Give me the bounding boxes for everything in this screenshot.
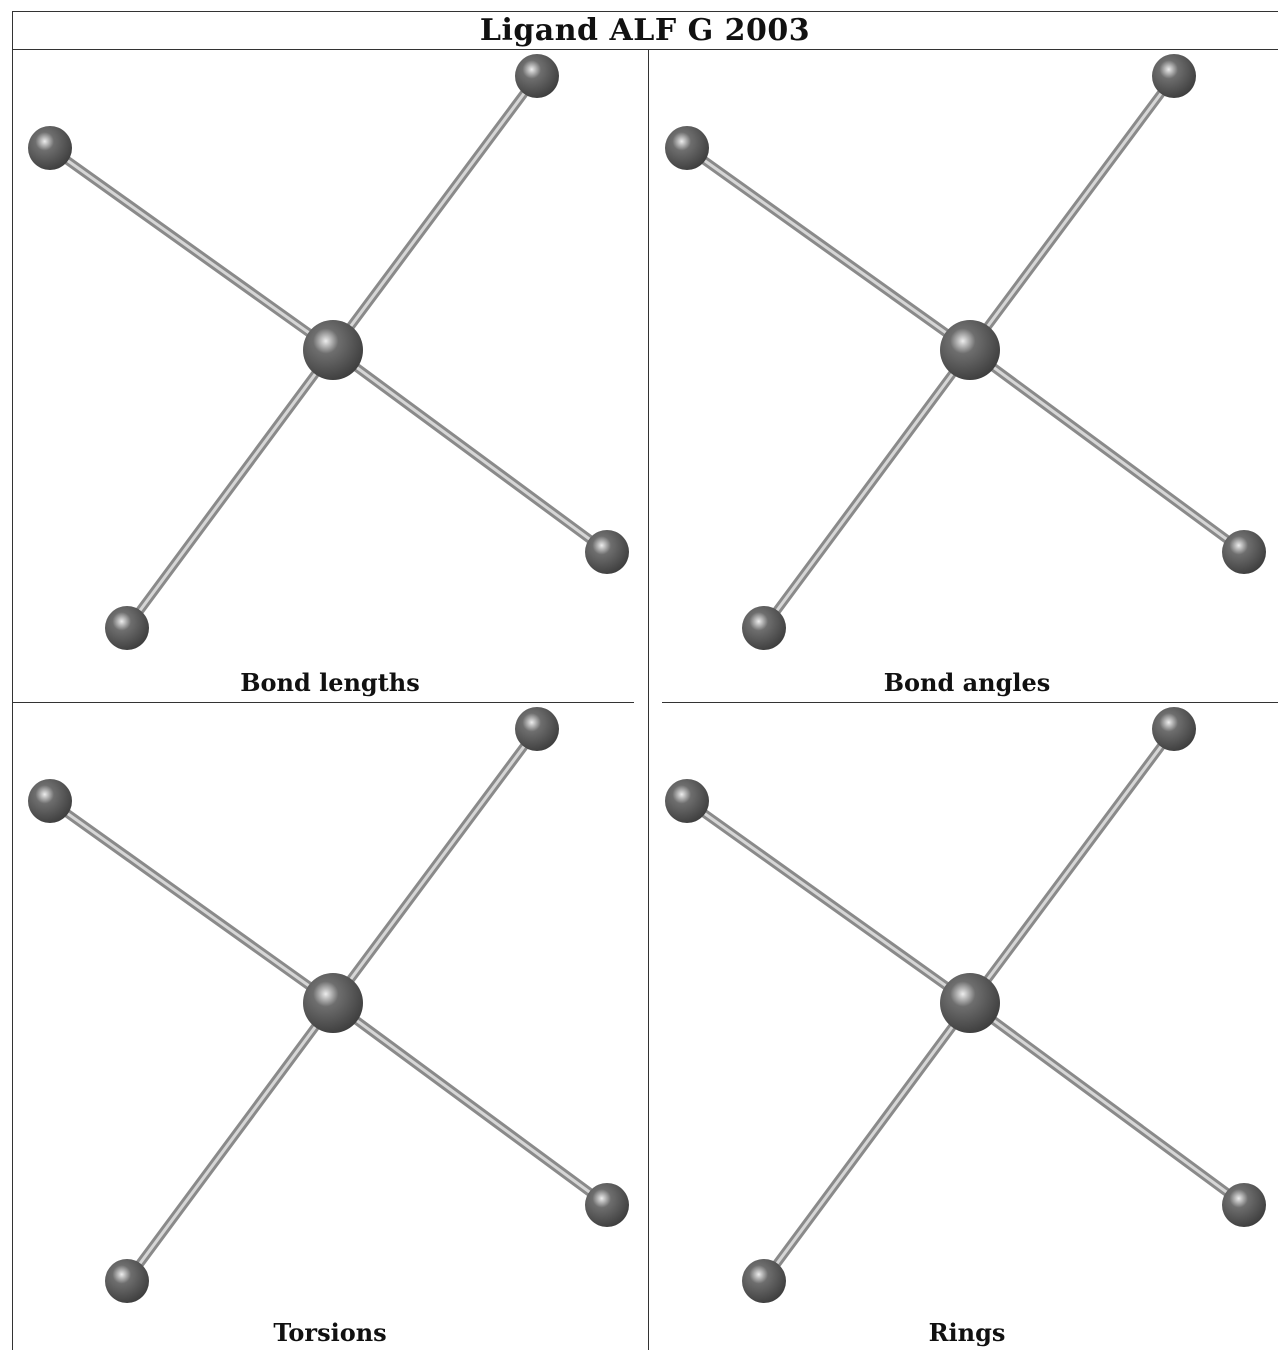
ligand-atom xyxy=(665,779,709,823)
panel-caption: Bond angles xyxy=(883,668,1051,697)
ligand-atom xyxy=(665,126,709,170)
panel-rings: Rings xyxy=(649,703,1278,1355)
row-divider-left xyxy=(12,702,634,703)
bond-highlight xyxy=(968,348,1246,554)
page-title: Ligand ALF G 2003 xyxy=(12,11,1278,50)
bond-highlight xyxy=(331,1001,609,1207)
bond-highlight xyxy=(685,146,972,352)
ligand-atom xyxy=(585,530,629,574)
panel-bond-lengths: Bond lengths xyxy=(12,50,648,702)
ligand-atom xyxy=(28,779,72,823)
bond-highlight xyxy=(331,348,609,554)
ligand-atom xyxy=(742,1259,786,1303)
molecule-diagram xyxy=(665,707,1266,1303)
bond-highlight xyxy=(125,348,335,630)
bond-highlight xyxy=(968,1001,1246,1207)
panel-torsions: Torsions xyxy=(12,703,648,1355)
column-divider xyxy=(648,50,649,1350)
bond-highlight xyxy=(685,799,972,1005)
ligand-atom xyxy=(28,126,72,170)
bond-highlight xyxy=(48,799,335,1005)
ligand-atom xyxy=(515,707,559,751)
bond-highlight xyxy=(762,1001,972,1283)
table-frame xyxy=(12,11,1278,1350)
ligand-atom xyxy=(515,54,559,98)
panel-caption: Bond lengths xyxy=(240,668,420,697)
central-atom xyxy=(940,320,1000,380)
row-divider-right xyxy=(662,702,1278,703)
central-atom xyxy=(303,973,363,1033)
ligand-atom xyxy=(742,606,786,650)
ligand-atom xyxy=(1152,707,1196,751)
bond-highlight xyxy=(331,727,539,1005)
molecule-diagram xyxy=(28,54,629,650)
panel-caption: Rings xyxy=(928,1318,1006,1347)
ligand-atom xyxy=(105,606,149,650)
ligand-atom xyxy=(1152,54,1196,98)
bond-highlight xyxy=(331,74,539,352)
ligand-atom xyxy=(1222,1183,1266,1227)
bond-highlight xyxy=(48,146,335,352)
bond-highlight xyxy=(968,727,1176,1005)
central-atom xyxy=(303,320,363,380)
bond-highlight xyxy=(125,1001,335,1283)
panel-caption: Torsions xyxy=(273,1318,387,1347)
panel-bond-angles: Bond angles xyxy=(649,50,1278,702)
ligand-atom xyxy=(1222,530,1266,574)
ligand-atom xyxy=(105,1259,149,1303)
ligand-atom xyxy=(585,1183,629,1227)
bond-highlight xyxy=(762,348,972,630)
central-atom xyxy=(940,973,1000,1033)
molecule-diagram xyxy=(28,707,629,1303)
molecule-diagram xyxy=(665,54,1266,650)
bond-highlight xyxy=(968,74,1176,352)
